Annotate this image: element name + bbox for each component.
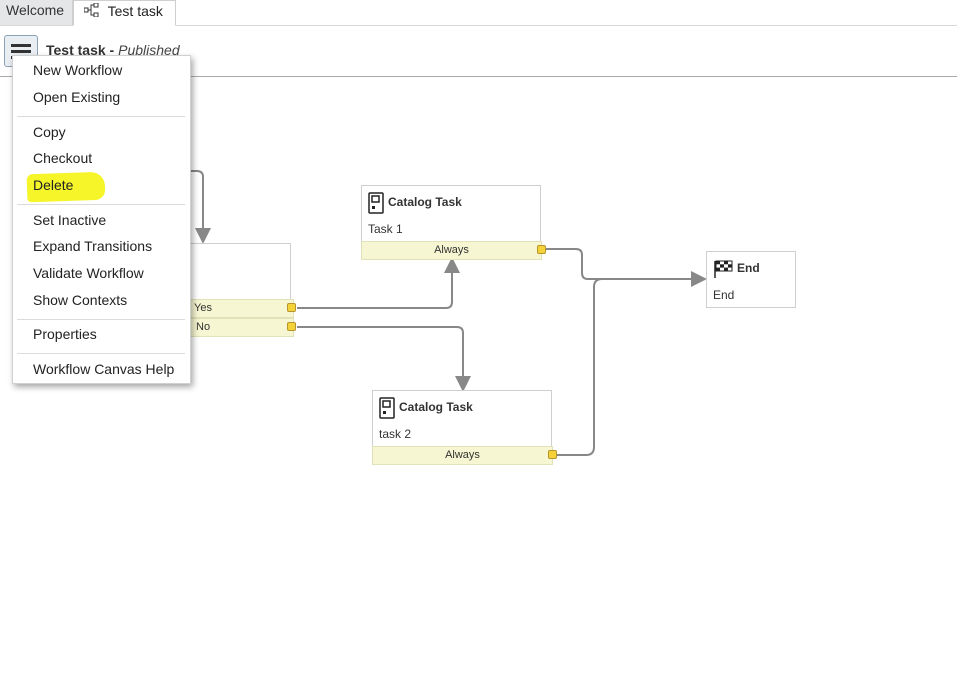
- tab-bar: Welcome Test task: [0, 0, 957, 26]
- menu-item-copy[interactable]: Copy: [33, 124, 66, 140]
- menu-item-new-workflow[interactable]: New Workflow: [33, 62, 123, 78]
- workflow-status: Published: [118, 42, 180, 58]
- catalog-task-1-name: Task 1: [368, 222, 403, 236]
- catalog-task-1-node[interactable]: Catalog Task Task 1: [361, 185, 541, 242]
- title-separator: -: [105, 42, 119, 58]
- menu-item-properties[interactable]: Properties: [33, 326, 97, 342]
- menu-item-checkout[interactable]: Checkout: [33, 150, 93, 166]
- port-yes[interactable]: [287, 303, 296, 312]
- menu-separator: [17, 116, 185, 117]
- menu-item-delete[interactable]: Delete: [33, 177, 74, 193]
- catalog-task-2-condition-label: Always: [445, 449, 480, 461]
- tab-welcome-label: Welcome: [6, 2, 65, 18]
- end-node[interactable]: End End: [706, 251, 796, 308]
- catalog-task-2-header: Catalog Task: [379, 397, 473, 419]
- catalog-task-2-name: task 2: [379, 427, 412, 441]
- workflow-canvas[interactable]: Yes No Catalog Task Task 1 Always Catalo…: [0, 77, 957, 689]
- end-type: End: [737, 261, 760, 276]
- catalog-task-icon: [379, 397, 395, 419]
- workflow-name: Test task: [46, 42, 106, 58]
- menu-separator: [17, 353, 185, 354]
- catalog-task-1-condition-label: Always: [434, 244, 469, 256]
- menu-item-expand-transitions[interactable]: Expand Transitions: [33, 238, 153, 254]
- menu-separator: [17, 319, 185, 320]
- catalog-task-1-port[interactable]: [537, 245, 546, 254]
- workflow-context-menu: New Workflow Open Existing Copy Checkout…: [12, 55, 191, 384]
- tab-test-task-label: Test task: [107, 3, 163, 19]
- hamburger-line: [11, 50, 31, 53]
- transition-begin-to-approval: [185, 170, 211, 244]
- menu-separator: [17, 204, 185, 205]
- catalog-task-2-condition[interactable]: Always: [372, 446, 553, 465]
- transition-task2-to-end: [557, 278, 603, 456]
- checkered-flag-icon: [714, 260, 733, 278]
- catalog-task-1-type: Catalog Task: [388, 195, 462, 210]
- transition-lines: [185, 170, 707, 456]
- end-header: End: [713, 259, 760, 279]
- hamburger-line: [11, 44, 31, 47]
- catalog-task-2-type: Catalog Task: [399, 400, 473, 415]
- catalog-task-1-header: Catalog Task: [368, 192, 462, 214]
- condition-yes-label: Yes: [194, 302, 212, 314]
- transition-task1-to-end: [546, 248, 707, 287]
- transition-yes-to-task1: [297, 257, 460, 309]
- end-name: End: [713, 288, 735, 302]
- menu-item-workflow-canvas-help[interactable]: Workflow Canvas Help: [33, 361, 175, 377]
- catalog-task-2-node[interactable]: Catalog Task task 2: [372, 390, 552, 447]
- menu-item-open-existing[interactable]: Open Existing: [33, 89, 121, 105]
- transition-no-to-task2: [297, 326, 471, 392]
- condition-no-label: No: [196, 321, 211, 333]
- menu-item-validate-workflow[interactable]: Validate Workflow: [33, 265, 144, 281]
- menu-item-show-contexts[interactable]: Show Contexts: [33, 292, 128, 308]
- catalog-task-2-port[interactable]: [548, 450, 557, 459]
- port-no[interactable]: [287, 322, 296, 331]
- menu-item-set-inactive[interactable]: Set Inactive: [33, 212, 107, 228]
- tab-test-task[interactable]: Test task: [73, 0, 176, 26]
- workflow-title: Test task - Published: [46, 42, 180, 58]
- catalog-task-icon: [368, 192, 384, 214]
- workflow-icon: [83, 2, 100, 23]
- catalog-task-1-condition[interactable]: Always: [361, 241, 542, 260]
- tab-welcome[interactable]: Welcome: [0, 0, 73, 25]
